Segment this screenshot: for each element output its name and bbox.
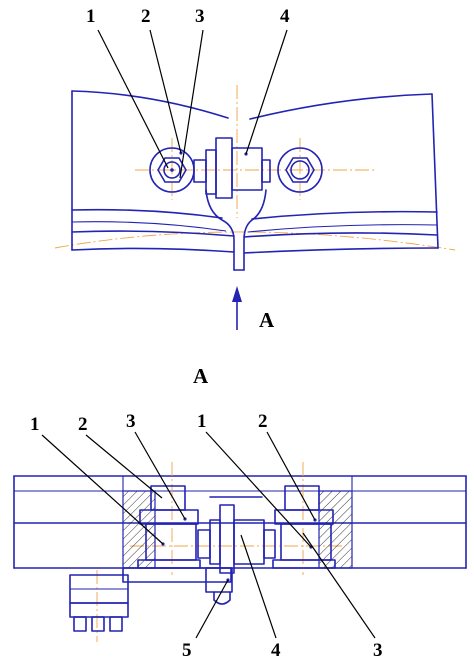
callout-section-1-left: 1: [30, 414, 40, 435]
section-view: A: [13, 364, 467, 661]
left-rail-segment: [71, 90, 235, 253]
callout-section-4: 4: [271, 640, 281, 661]
view-arrow-label: A: [259, 308, 275, 332]
leader-s8-3: [302, 532, 376, 639]
view-arrow: [232, 286, 242, 330]
right-nut: [277, 147, 323, 193]
leader-s6-5: [195, 579, 229, 639]
callout-top-4: 4: [280, 6, 290, 27]
leader-4: [245, 29, 288, 155]
top-view: 1 2 3 4 A: [54, 6, 456, 332]
callout-section-1-right: 1: [197, 411, 207, 432]
base-plate: [122, 567, 233, 605]
callout-section-3-left: 3: [126, 411, 136, 432]
callout-top-2: 2: [141, 6, 151, 27]
section-beam: [13, 475, 467, 569]
callout-section-5: 5: [182, 640, 192, 661]
callout-section-2-right: 2: [258, 411, 268, 432]
section-leaders: [41, 431, 376, 639]
central-connector: [197, 496, 276, 574]
right-clamp-block: [272, 485, 336, 569]
callout-top-1: 1: [86, 6, 96, 27]
clamp-assembly: [193, 137, 271, 199]
leader-2: [149, 29, 182, 154]
leader-s5-2: [266, 431, 316, 521]
leader-s3: [134, 431, 186, 520]
leader-s7-4: [240, 534, 277, 639]
section-title: A: [193, 364, 209, 388]
rail-clip: [69, 574, 129, 632]
callout-section-3-right: 3: [373, 640, 383, 661]
leader-1: [97, 29, 169, 169]
leader-s1: [41, 434, 164, 545]
top-view-leaders: [97, 29, 288, 179]
central-bracket: [205, 189, 267, 271]
right-hatched-section: [318, 490, 353, 569]
leader-s2: [85, 434, 163, 499]
callout-section-2-left: 2: [78, 414, 88, 435]
leader-3: [179, 29, 204, 179]
leader-s4-1: [205, 431, 312, 548]
right-rail-segment: [243, 93, 439, 254]
callout-top-3: 3: [195, 6, 205, 27]
arc-centerline: [54, 231, 456, 251]
